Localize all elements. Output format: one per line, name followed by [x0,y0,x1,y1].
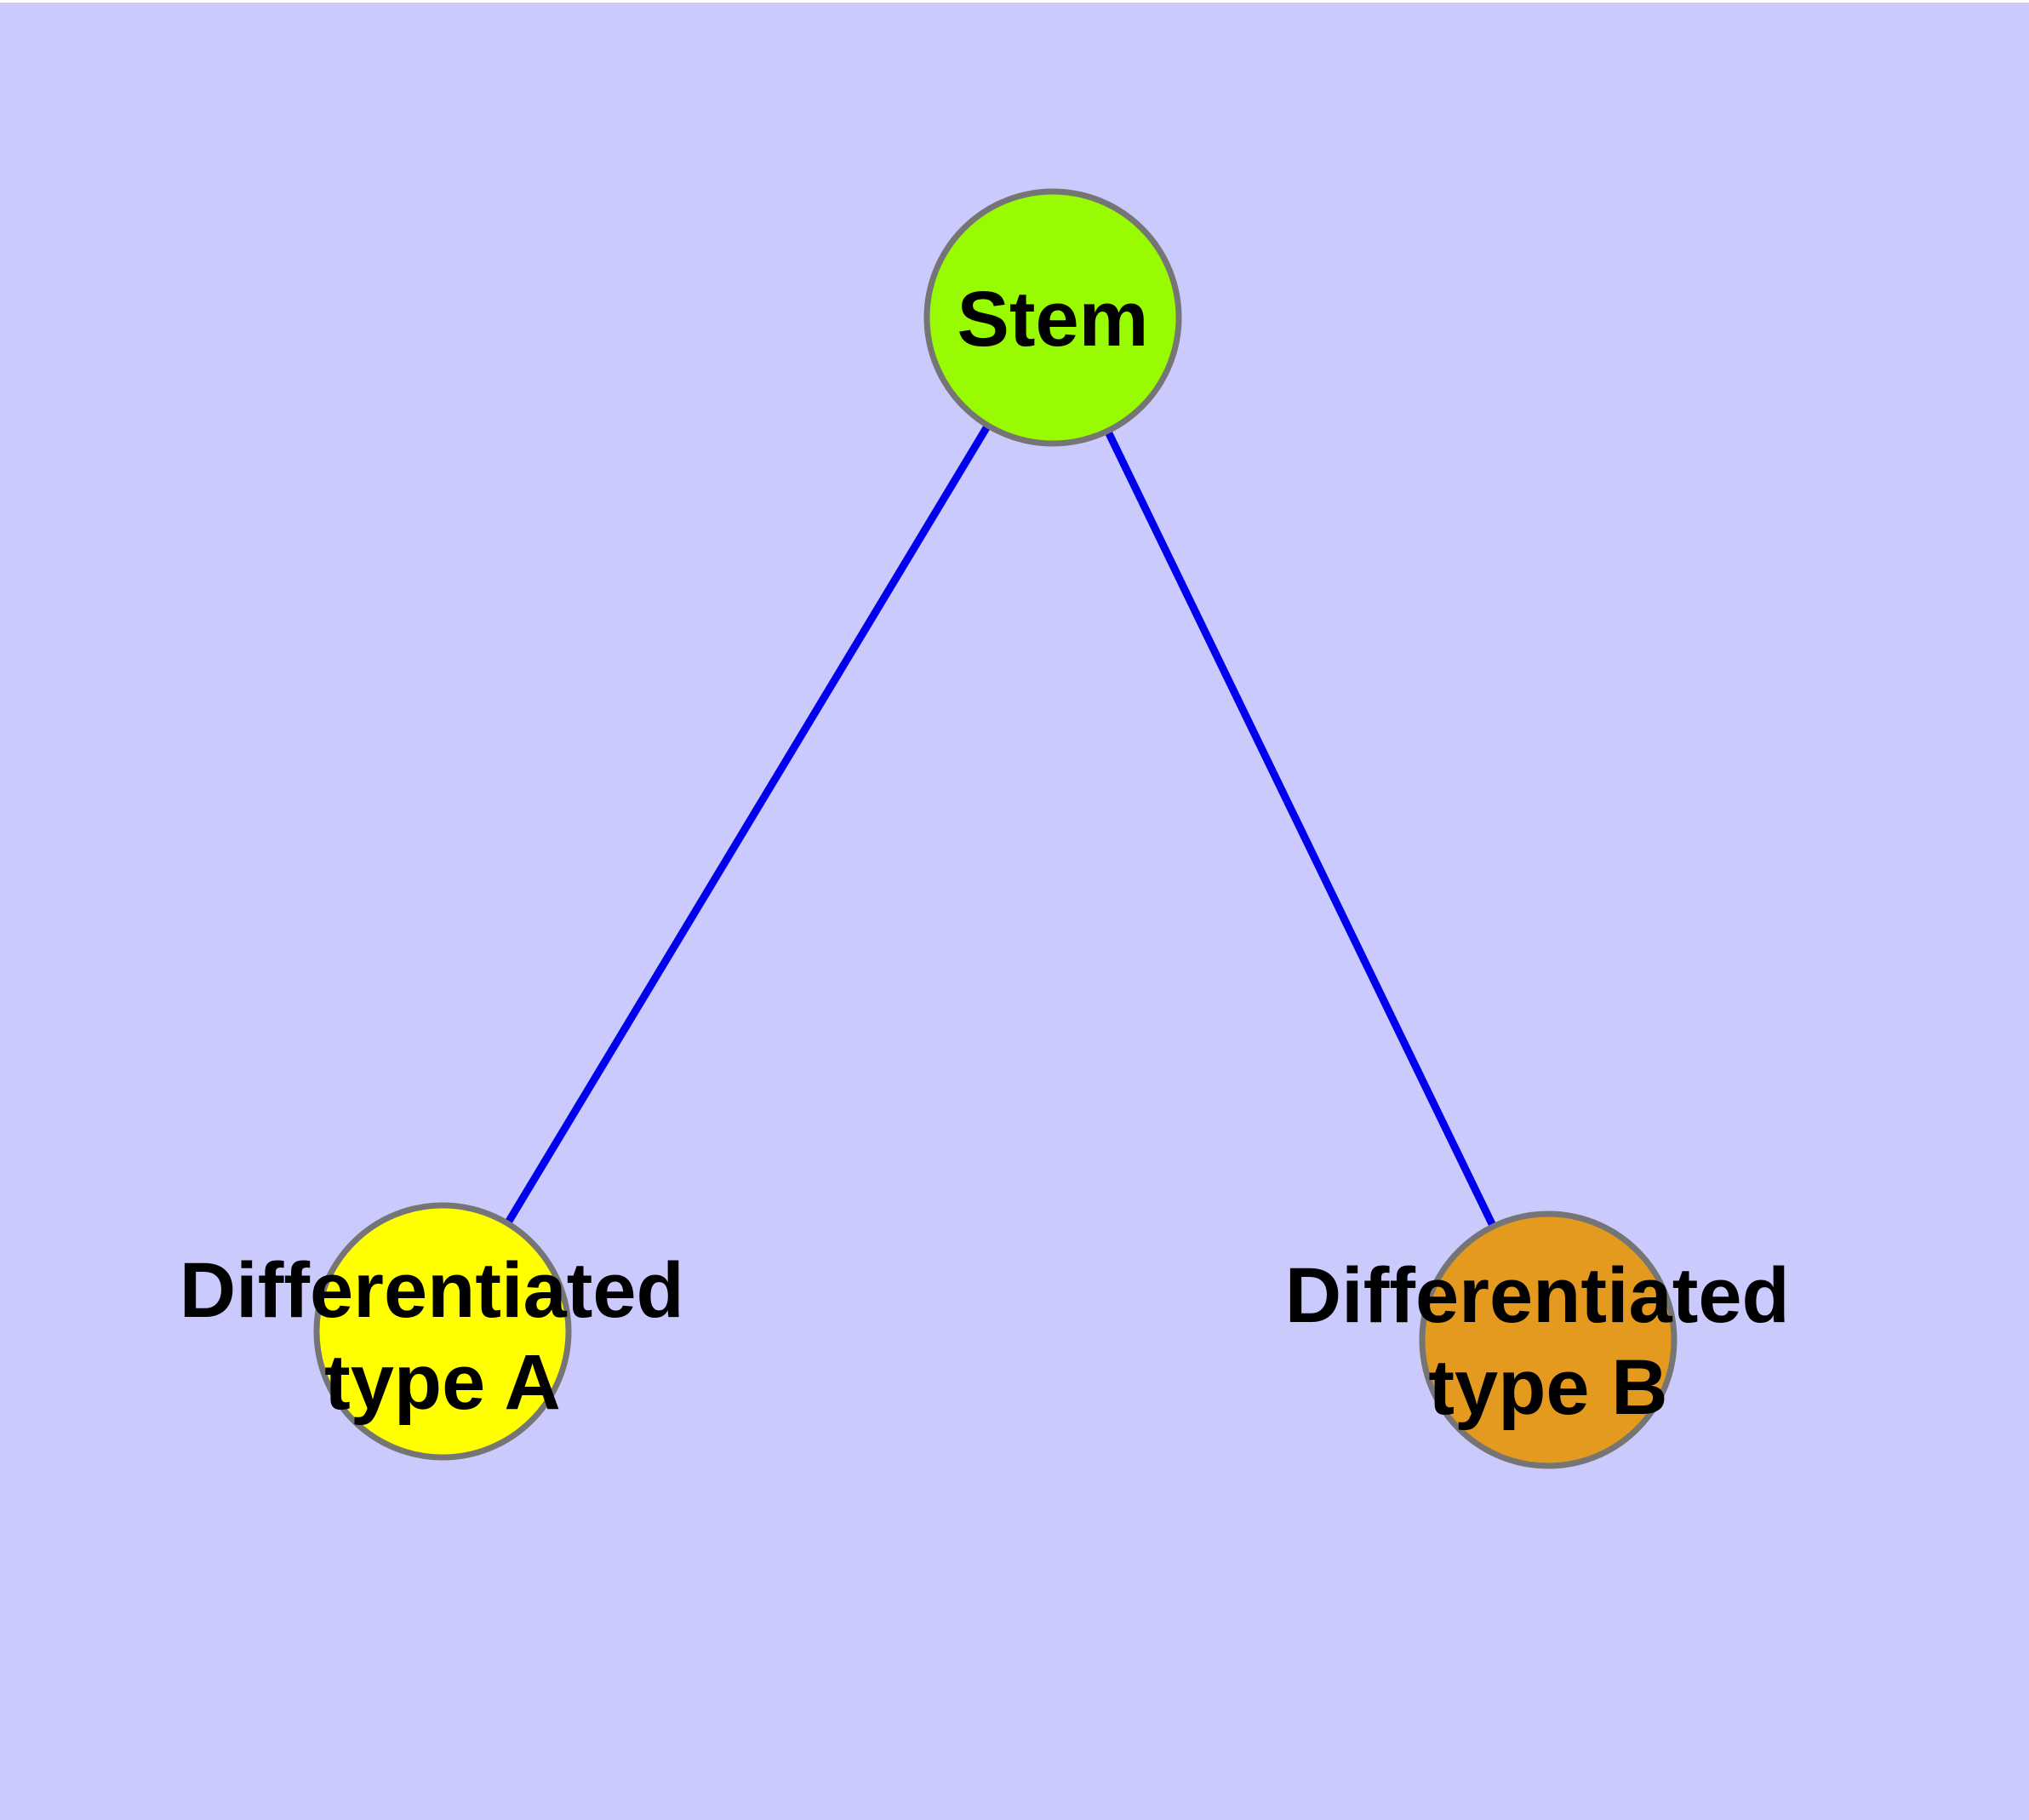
node-type-a-label-line2: type A [324,1339,561,1426]
node-type-b-label: Differentiated type B [1285,1252,1812,1431]
node-group [313,188,1677,1469]
node-stem-circle [923,188,1182,447]
node-stem-label: Stem [957,276,1149,363]
edge-stem-to-type-a [439,315,1056,1334]
edge-stem-to-type-b [1049,316,1552,1342]
node-type-a-label: Differentiated type A [180,1247,706,1426]
node-type-b-label-line2: type B [1428,1344,1667,1431]
edge-group [439,315,1552,1342]
node-type-a-circle [313,1202,572,1461]
node-type-b-circle [1419,1210,1677,1469]
node-type-a-label-line1: Differentiated [180,1247,684,1334]
node-type-b-label-line1: Differentiated [1285,1252,1790,1339]
label-group: Stem Differentiated type A Differentiate… [180,276,1812,1431]
